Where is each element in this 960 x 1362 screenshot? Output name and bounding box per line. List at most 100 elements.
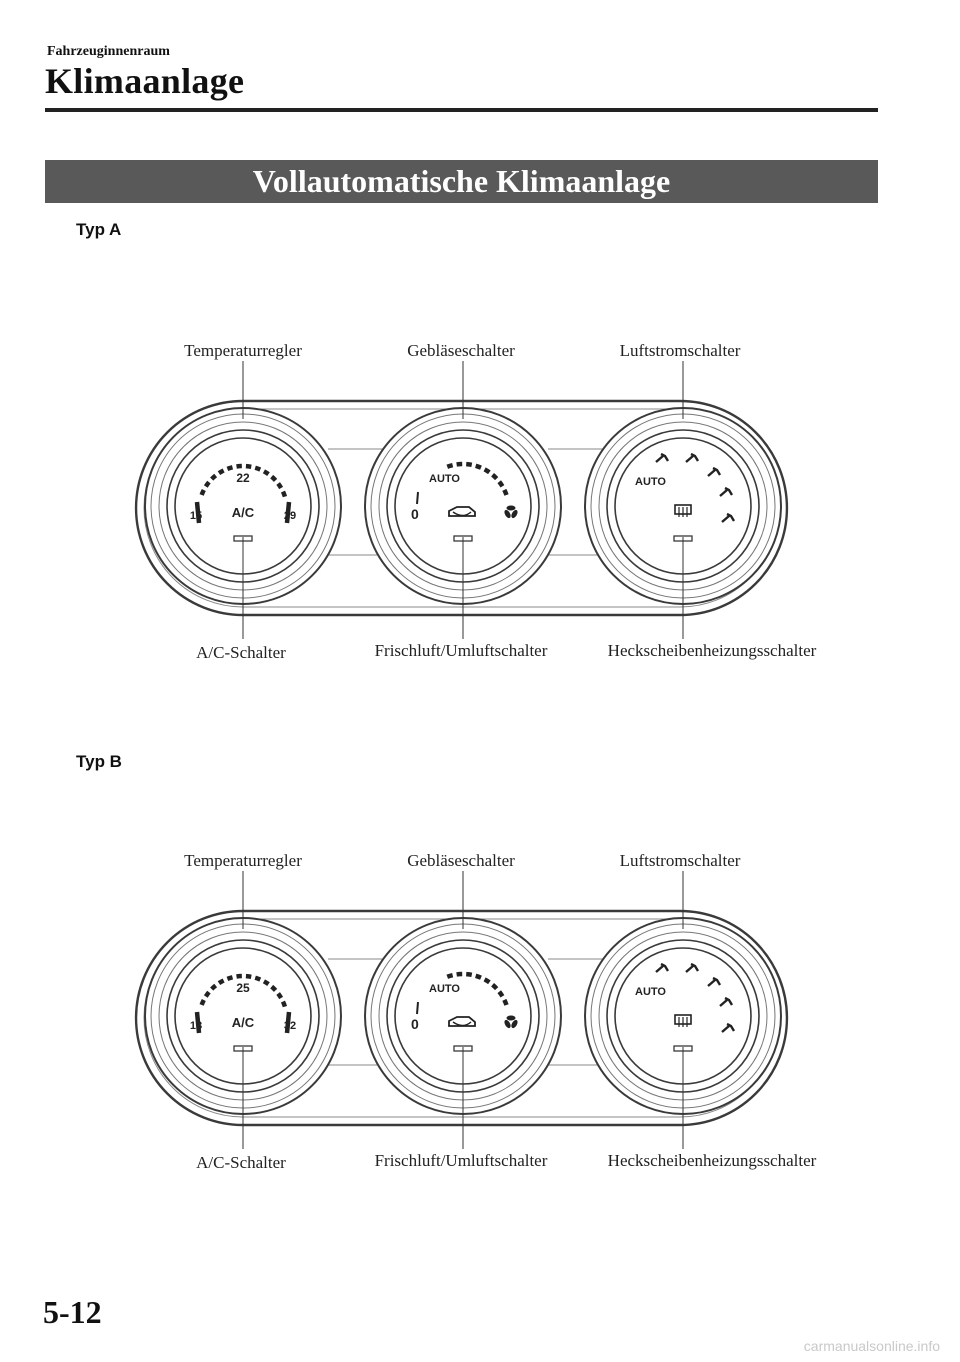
airflow-mode-glyph [655, 962, 670, 973]
label-rear-defroster-switch: Heckscheibenheizungsschalter [608, 1151, 817, 1170]
airflow-mode-icon [655, 452, 670, 463]
temp-scale-tick [203, 480, 211, 488]
car-recirculation-icon [452, 511, 472, 517]
airflow-auto-text: AUTO [635, 476, 666, 488]
ac-indicator-text: A/C [232, 505, 255, 520]
airflow-mode-glyph [655, 452, 670, 463]
airflow-mode-glyph [685, 452, 700, 463]
fan-scale-tick [446, 972, 454, 979]
temp-scale-tick [276, 482, 284, 490]
fan-icon [511, 1019, 518, 1029]
temp-scale-tick [217, 978, 225, 986]
temp-scale-tick [194, 1011, 202, 1034]
fan-scale-tick [497, 990, 505, 998]
fan-scale-tick [491, 473, 499, 481]
fan-scale-tick [466, 971, 473, 978]
label-rear-defroster-switch: Heckscheibenheizungsschalter [608, 641, 817, 660]
temp-scale-tick [226, 975, 234, 981]
label-recirculation-switch: Frischluft/Umluftschalter [375, 641, 548, 660]
label-fan-switch: Gebläseschalter [407, 851, 515, 870]
type-b-label: Typ B [76, 752, 122, 771]
airflow-mode-glyph [721, 512, 736, 523]
airflow-mode-icon [707, 976, 722, 987]
fan-icon [504, 1019, 511, 1029]
type-a-label: Typ A [76, 220, 122, 239]
airflow-mode-glyph [721, 1022, 736, 1033]
temp-mid-value: 22 [236, 471, 250, 485]
ac-indicator-text: A/C [232, 1015, 255, 1030]
temp-scale-tick [217, 468, 225, 476]
temp-scale-tick [254, 975, 262, 982]
fan-scale-tick [466, 461, 473, 468]
car-recirculation-icon [452, 1021, 472, 1027]
label-airflow-switch: Luftstromschalter [620, 851, 741, 870]
fan-auto-text: AUTO [429, 473, 460, 485]
temp-scale-tick [262, 979, 270, 986]
temp-scale-tick [245, 463, 252, 469]
temp-scale-tick [210, 473, 218, 481]
fan-zero-mark [416, 491, 419, 505]
fan-scale-tick [502, 488, 509, 496]
label-airflow-switch: Luftstromschalter [620, 341, 741, 360]
airflow-mode-glyph [685, 962, 700, 973]
temp-scale-tick [245, 973, 252, 979]
front-defrost-icon [721, 1022, 736, 1033]
fan-icon [506, 1015, 516, 1021]
section-small-heading: Fahrzeuginnenraum [47, 44, 170, 59]
fan-scale-tick [483, 977, 491, 985]
airflow-mode-icon [707, 466, 722, 477]
fan-icon [511, 509, 518, 519]
fan-zero-text: 0 [411, 506, 419, 522]
car-recirculation-icon [448, 1016, 476, 1027]
fan-zero-text: 0 [411, 1016, 419, 1032]
fan-scale-tick [483, 467, 491, 475]
temp-scale-tick [262, 469, 270, 476]
temp-scale-tick [284, 1011, 292, 1034]
fan-scale-tick [502, 998, 509, 1006]
airflow-mode-glyph [719, 996, 734, 1007]
subsection-banner: Vollautomatische Klimaanlage [45, 160, 878, 203]
car-recirculation-icon [448, 506, 476, 517]
watermark: carmanualsonline.info [803, 1338, 940, 1354]
front-defrost-icon [721, 512, 736, 523]
temp-scale-tick [284, 501, 292, 524]
temp-mid-value: 25 [236, 981, 250, 995]
fan-scale-tick [475, 463, 482, 470]
airflow-mode-icon [719, 996, 734, 1007]
temp-scale-tick [194, 501, 202, 524]
header-rule [45, 108, 878, 112]
temp-scale-tick [199, 489, 206, 496]
temp-low-value: 18 [190, 1020, 202, 1032]
airflow-mode-icon [655, 962, 670, 973]
label-ac-switch: A/C-Schalter [196, 643, 286, 662]
fan-auto-text: AUTO [429, 983, 460, 995]
temp-scale-tick [254, 465, 262, 472]
airflow-mode-icon [685, 452, 700, 463]
label-recirculation-switch: Frischluft/Umluftschalter [375, 1151, 548, 1170]
fan-scale-tick [446, 462, 454, 469]
section-title: Klimaanlage [45, 61, 245, 101]
fan-scale-tick [475, 973, 482, 980]
temp-scale-tick [270, 474, 278, 482]
temp-scale-tick [210, 983, 218, 991]
temp-scale-tick [280, 490, 288, 498]
temp-scale-tick [226, 465, 234, 471]
temp-high-value: 29 [284, 510, 296, 522]
panel-housing [134, 909, 789, 1127]
fan-zero-mark [416, 1001, 419, 1015]
temp-high-value: 32 [284, 1020, 296, 1032]
fan-icon [504, 509, 511, 519]
airflow-auto-text: AUTO [635, 986, 666, 998]
page-number: 5-12 [43, 1294, 102, 1330]
label-temperature-control: Temperaturregler [184, 341, 302, 360]
fan-scale-tick [491, 983, 499, 991]
airflow-mode-glyph [707, 466, 722, 477]
fan-icon [506, 505, 516, 511]
airflow-mode-glyph [719, 486, 734, 497]
airflow-mode-icon [719, 486, 734, 497]
panel-housing [134, 399, 789, 617]
